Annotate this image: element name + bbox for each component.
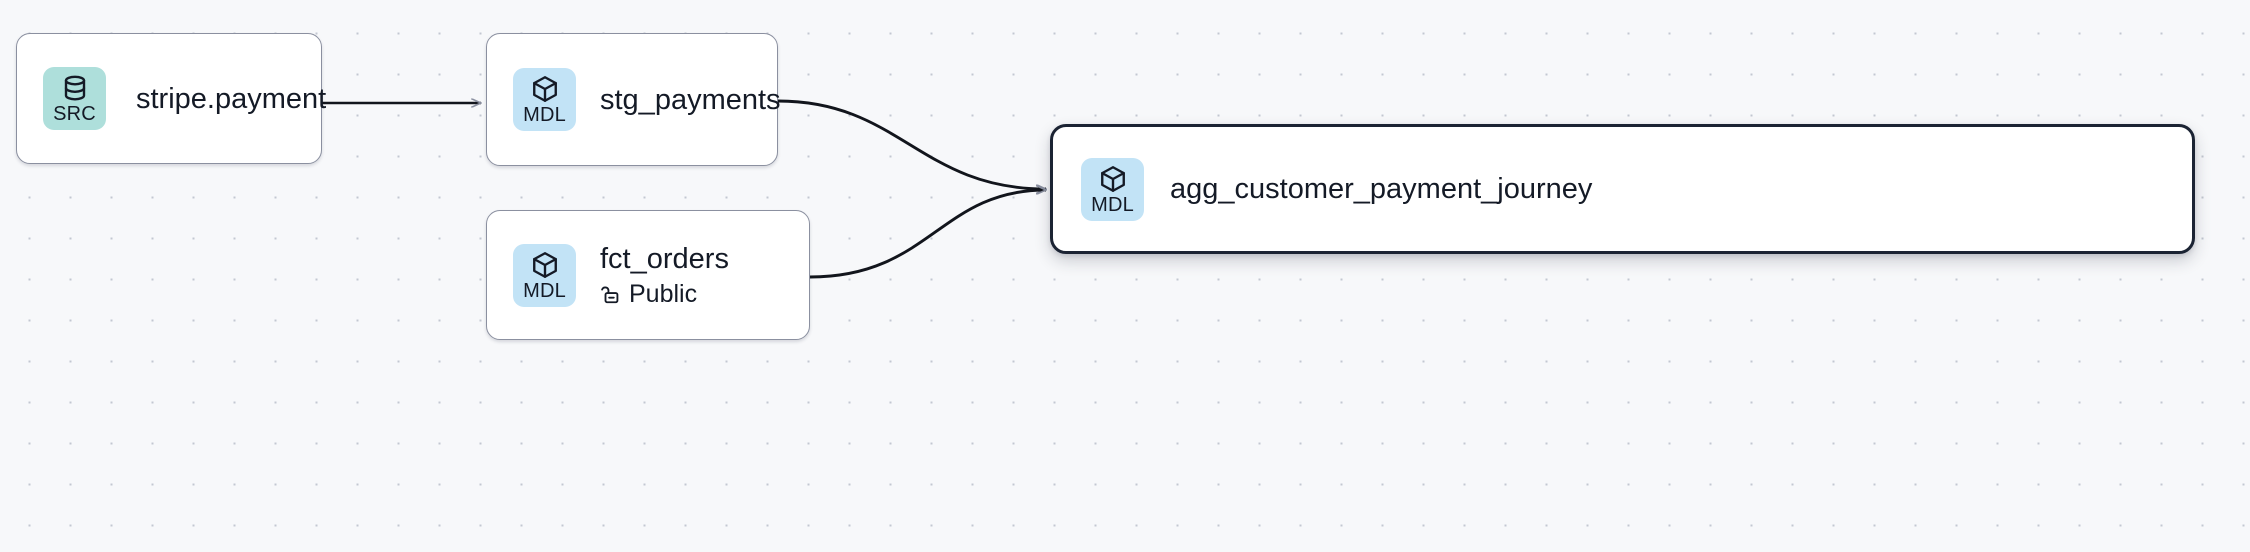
node-visibility: Public [600,279,729,309]
unlock-icon [601,286,619,303]
visibility-label: Public [629,279,698,308]
badge-label: SRC [53,103,96,125]
node-fct-orders[interactable]: MDL fct_orders Public [486,210,810,340]
cube-icon [1100,165,1125,192]
badge-mdl: MDL [513,243,576,307]
badge-src: SRC [43,67,106,130]
node-title: stg_payments [600,83,781,116]
node-body: stripe.payment [136,82,326,116]
node-title: stripe.payment [136,82,327,115]
badge-label: MDL [523,279,566,302]
node-body: fct_orders Public [600,242,729,309]
node-title: fct_orders [600,242,729,275]
node-title: agg_customer_payment_journey [1170,173,1593,205]
badge-label: MDL [523,104,566,126]
cube-icon [532,251,557,278]
badge-mdl: MDL [1081,157,1144,221]
node-agg-customer-payment-journey[interactable]: MDL agg_customer_payment_journey [1050,124,2195,254]
cube-icon [532,76,557,102]
edge-stg-payments-to-agg [777,99,1046,189]
badge-label: MDL [1091,193,1134,216]
node-body: stg_payments [600,83,781,117]
edge-fct-orders-to-agg [809,190,1046,279]
badge-mdl: MDL [513,68,576,131]
database-icon [64,75,85,101]
node-body: agg_customer_payment_journey [1170,172,1592,206]
node-stg-payments[interactable]: MDL stg_payments [486,33,781,166]
node-stripe-payment[interactable]: SRC stripe.payment [16,33,326,164]
